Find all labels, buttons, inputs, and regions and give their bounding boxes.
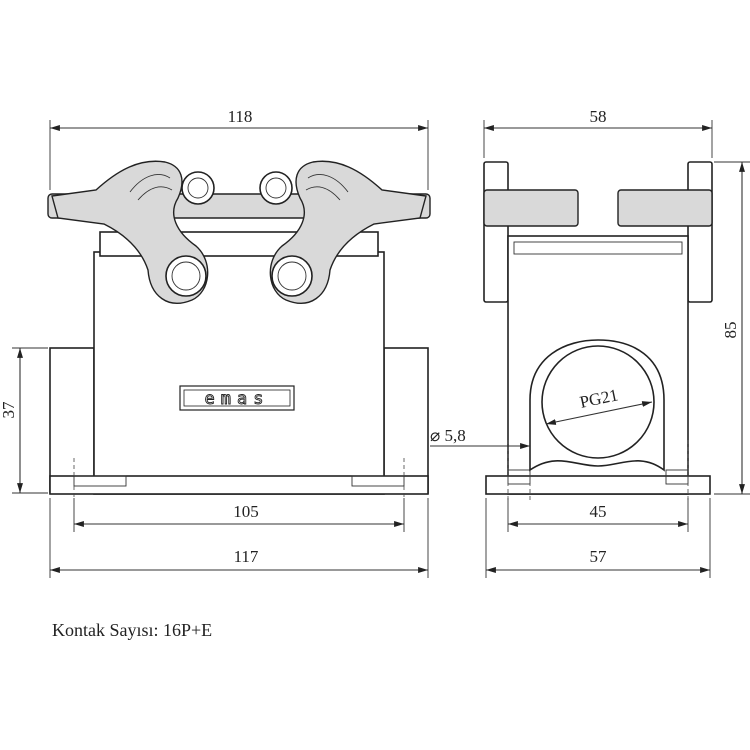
front-dimensions: 118 37 105 117 xyxy=(0,107,429,578)
side-left-block xyxy=(483,161,509,303)
dim-57: 57 xyxy=(590,547,608,566)
side-top-left-plate xyxy=(483,189,579,227)
dim-117: 117 xyxy=(234,547,259,566)
front-left-flange xyxy=(49,347,95,494)
front-view: emas xyxy=(47,160,431,500)
dim-line-pg21 xyxy=(545,401,653,425)
logo-text: emas xyxy=(205,389,270,409)
front-right-pin xyxy=(259,171,293,205)
side-base-plate xyxy=(485,475,711,495)
contact-count-caption: Kontak Sayısı: 16P+E xyxy=(52,620,213,640)
front-base-plate xyxy=(49,475,429,495)
dim-58: 58 xyxy=(590,107,607,126)
side-dimensions: 58 85 ⌀ 5,8 45 57 xyxy=(430,107,750,578)
side-view: PG21 xyxy=(483,161,713,500)
side-top-right-plate xyxy=(617,189,713,227)
dim-85: 85 xyxy=(721,322,740,339)
dim-105: 105 xyxy=(233,502,259,521)
front-left-pin xyxy=(181,171,215,205)
front-main-body xyxy=(93,251,385,495)
front-right-flange xyxy=(383,347,429,494)
dim-45: 45 xyxy=(590,502,607,521)
dim-hole-diameter: ⌀ 5,8 xyxy=(430,426,466,445)
emas-logo: emas xyxy=(179,385,295,411)
dim-118: 118 xyxy=(228,107,253,126)
side-right-block xyxy=(687,161,713,303)
dim-37: 37 xyxy=(0,401,18,419)
